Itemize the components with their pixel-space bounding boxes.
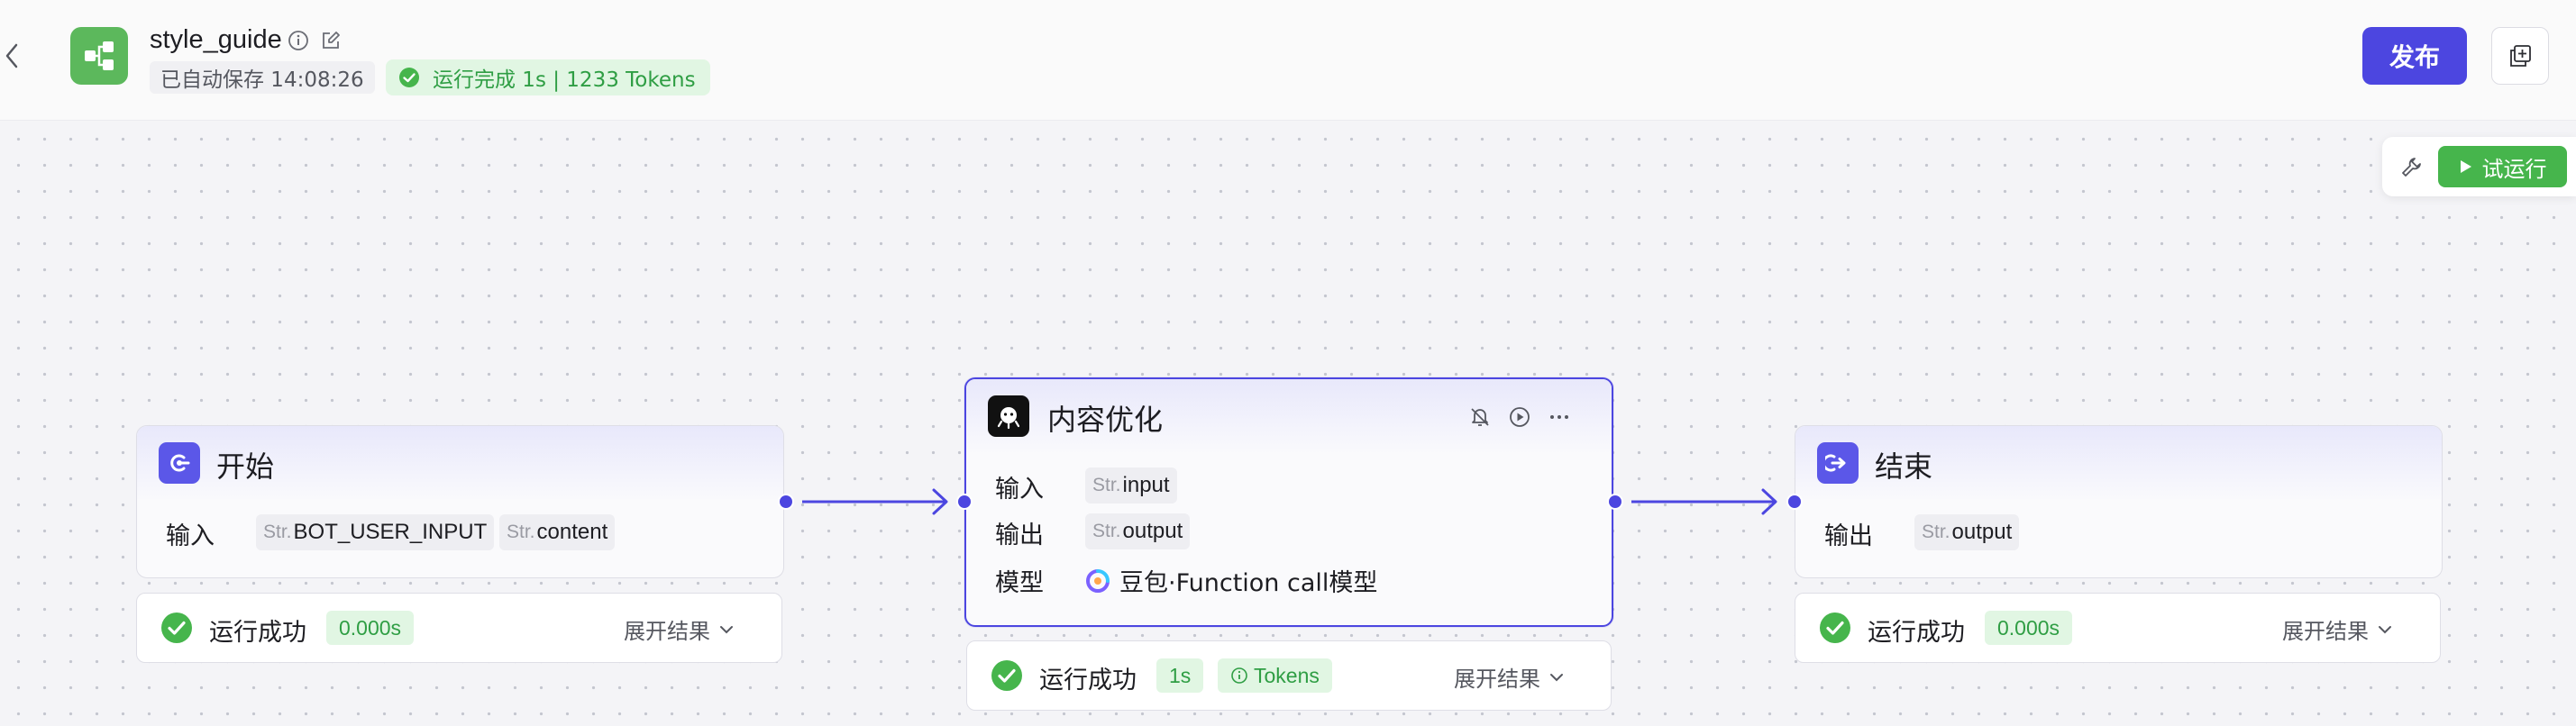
model-label: 模型 (995, 569, 1044, 597)
more-icon[interactable] (1547, 404, 1572, 430)
check-circle-icon (399, 68, 419, 87)
info-icon[interactable] (287, 29, 310, 52)
start-result-bar: 运行成功 0.000s 展开结果 (136, 593, 782, 663)
output-label: 输出 (1824, 522, 1873, 550)
chevron-down-icon (720, 625, 733, 633)
check-circle-icon (991, 660, 1022, 691)
node-header (1795, 426, 2442, 502)
start-node[interactable]: 开始 输入 Str. BOT_USER_INPUT Str. content (136, 425, 784, 578)
expand-result-button[interactable]: 展开结果 (2282, 613, 2392, 645)
check-circle-icon (1820, 613, 1850, 643)
node-title: 结束 (1875, 449, 1933, 484)
input-port[interactable] (1786, 494, 1803, 510)
start-icon (159, 442, 200, 484)
run-result-status: 运行成功 (209, 619, 306, 647)
input-param-tag: Str. content (499, 514, 616, 550)
param-name: output (1951, 520, 2013, 544)
top-header: style_guide 已自动保存 14:08:26 运行完成 1s | 123… (0, 0, 2576, 121)
output-param-tag: Str. output (1085, 513, 1191, 549)
duration-badge: 0.000s (326, 611, 415, 645)
node-header (966, 379, 1612, 455)
test-run-toolbar: 试运行 (2382, 137, 2576, 196)
run-status-badge: 运行完成 1s | 1233 Tokens (386, 59, 710, 95)
node-title: 内容优化 (1047, 403, 1164, 437)
end-node[interactable]: 结束 输出 Str. output (1795, 425, 2443, 578)
tokens-badge[interactable]: Tokens (1218, 658, 1332, 693)
param-type: Str. (1092, 521, 1121, 541)
output-label: 输出 (995, 522, 1044, 549)
run-result-status: 运行成功 (1868, 619, 1965, 647)
input-param-tag: Str. input (1085, 467, 1177, 504)
llm-model-icon (988, 395, 1029, 437)
duration-badge: 0.000s (1985, 611, 2073, 645)
expand-result-button[interactable]: 展开结果 (624, 613, 734, 645)
input-param-tag: Str. BOT_USER_INPUT (256, 514, 495, 550)
end-result-bar: 运行成功 0.000s 展开结果 (1795, 593, 2441, 663)
run-status-text: 运行完成 1s | 1233 Tokens (433, 68, 696, 92)
input-label: 输入 (166, 522, 215, 550)
workflow-icon (85, 41, 114, 70)
play-circle-icon[interactable] (1507, 404, 1532, 430)
workflow-title: style_guide (150, 25, 282, 54)
run-result-status: 运行成功 (1039, 667, 1137, 694)
param-type: Str. (507, 522, 535, 542)
info-icon (1231, 667, 1247, 684)
llm-result-bar: 运行成功 1s Tokens 展开结果 (966, 640, 1612, 711)
chevron-down-icon (2379, 625, 2391, 633)
chevron-down-icon (1550, 673, 1563, 681)
input-label: 输入 (995, 476, 1044, 504)
play-icon (2460, 160, 2471, 173)
tokens-label: Tokens (1254, 663, 1320, 687)
input-port[interactable] (956, 494, 973, 510)
output-param-tag: Str. output (1914, 514, 2020, 550)
back-button[interactable] (2, 38, 23, 74)
test-run-label: 试运行 (2481, 156, 2547, 182)
copy-button[interactable] (2491, 27, 2549, 85)
expand-result-label: 展开结果 (624, 619, 710, 644)
expand-result-label: 展开结果 (2282, 619, 2369, 644)
workflow-app-logo (70, 27, 128, 85)
model-name: 豆包·Function call模型 (1119, 569, 1378, 597)
check-circle-icon (161, 613, 192, 643)
expand-result-button[interactable]: 展开结果 (1454, 661, 1564, 693)
output-port[interactable] (1607, 494, 1623, 510)
output-port[interactable] (778, 494, 794, 510)
edit-icon[interactable] (319, 29, 343, 52)
copy-icon (2510, 45, 2531, 67)
autosave-status: 已自动保存 14:08:26 (150, 61, 375, 94)
duration-badge: 1s (1156, 658, 1204, 693)
test-run-button[interactable]: 试运行 (2438, 146, 2567, 187)
param-name: content (536, 520, 608, 544)
end-icon (1817, 442, 1859, 484)
bell-off-icon[interactable] (1467, 404, 1493, 430)
wrench-icon (2402, 158, 2421, 177)
doubao-logo-icon (1086, 568, 1110, 593)
node-header (137, 426, 783, 502)
model-value: 豆包·Function call模型 (1085, 563, 1377, 598)
publish-button[interactable]: 发布 (2362, 27, 2467, 85)
chevron-left-icon (5, 43, 18, 68)
param-type: Str. (1922, 522, 1950, 542)
llm-node[interactable]: 内容优化 输入 Str. input 输出 Str. output 模型 (964, 377, 1613, 627)
expand-result-label: 展开结果 (1454, 667, 1540, 692)
param-type: Str. (263, 522, 292, 542)
param-name: input (1122, 473, 1170, 497)
param-name: BOT_USER_INPUT (293, 520, 488, 544)
param-type: Str. (1092, 475, 1121, 495)
param-name: output (1122, 519, 1183, 543)
debug-settings-button[interactable] (2398, 153, 2425, 180)
node-title: 开始 (216, 449, 275, 484)
